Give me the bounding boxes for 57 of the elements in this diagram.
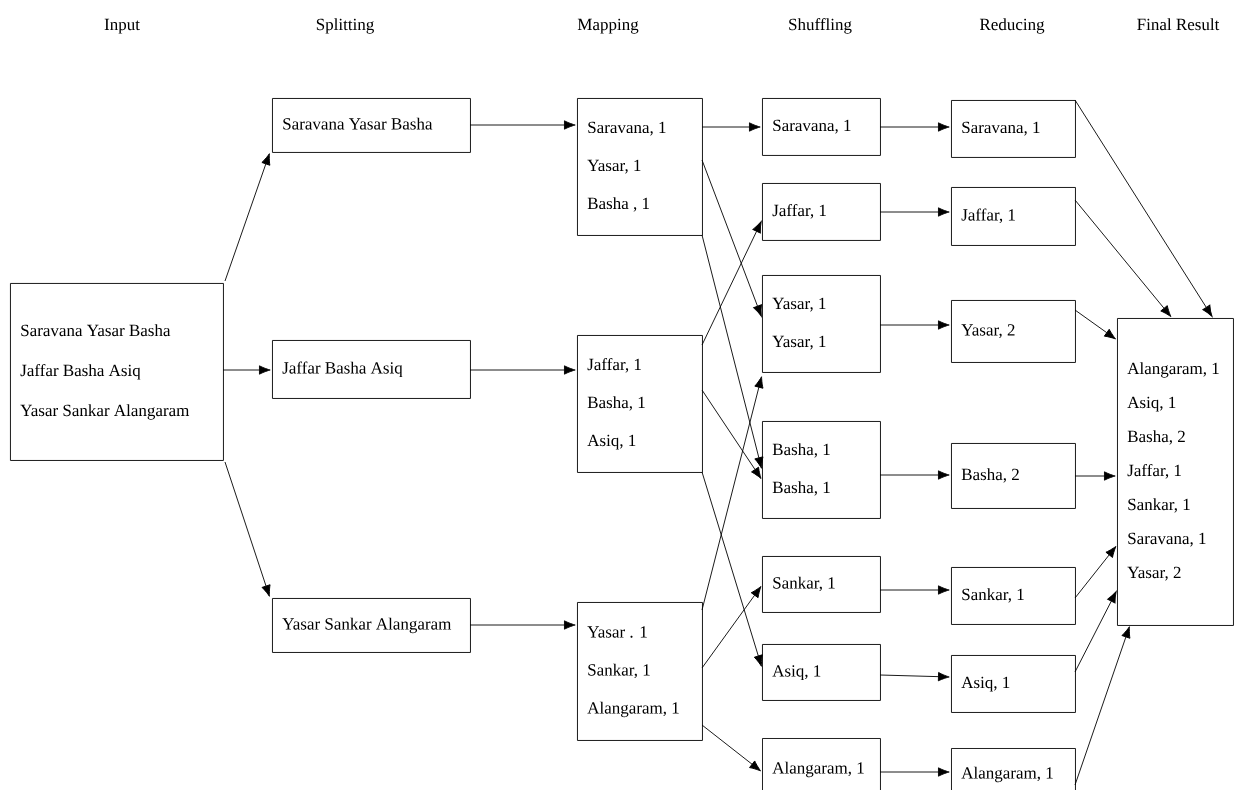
arrow xyxy=(224,153,271,282)
text-box: Yasar . 1 Sankar, 1 Alangaram, 1 xyxy=(577,602,703,741)
text-box: Sankar, 1 xyxy=(951,567,1076,625)
arrow xyxy=(879,767,950,777)
arrow xyxy=(222,365,271,375)
arrow xyxy=(879,320,950,330)
arrow xyxy=(1074,471,1116,481)
arrow xyxy=(1074,545,1117,599)
column-heading: Input xyxy=(104,18,140,34)
arrow xyxy=(879,672,950,682)
arrow xyxy=(1074,309,1116,340)
column-heading: Shuffling xyxy=(789,18,852,34)
text-box: Alangaram, 1 xyxy=(762,738,881,790)
arrow xyxy=(879,207,950,217)
arrow xyxy=(1074,626,1131,786)
arrow xyxy=(701,586,762,669)
text-box: Saravana, 1 xyxy=(762,98,881,156)
column-heading: Reducing xyxy=(979,18,1045,34)
text-box: Alangaram, 1 Asiq, 1 Basha, 2 Jaffar, 1 Sankar, 1 Saravana, 1 Yasar, 2 xyxy=(1117,318,1234,626)
text-box: Asiq, 1 xyxy=(951,655,1076,713)
arrow xyxy=(469,620,576,630)
text-box: Asiq, 1 xyxy=(762,644,881,701)
arrow xyxy=(469,365,576,375)
arrow xyxy=(1074,99,1213,317)
arrow xyxy=(701,159,762,317)
arrow xyxy=(879,470,950,480)
arrow xyxy=(879,122,950,132)
column-heading: Mapping xyxy=(577,18,639,34)
arrow xyxy=(879,585,950,595)
column-heading: Splitting xyxy=(316,18,374,34)
text-box: Basha, 2 xyxy=(951,443,1076,509)
text-box: Alangaram, 1 xyxy=(951,748,1076,790)
arrow xyxy=(701,471,763,667)
arrow xyxy=(701,234,764,469)
text-box: Saravana Yasar Basha xyxy=(272,98,471,153)
arrow xyxy=(701,376,764,611)
text-box: Jaffar Basha Asiq xyxy=(272,340,471,399)
text-box: Jaffar, 1 xyxy=(762,183,881,241)
arrow xyxy=(701,389,762,479)
text-box: Jaffar, 1 Basha, 1 Asiq, 1 xyxy=(577,335,703,473)
text-box: Yasar Sankar Alangaram xyxy=(272,598,471,653)
arrow xyxy=(701,122,761,132)
text-box: Yasar, 2 xyxy=(951,300,1076,363)
text-box: Saravana, 1 Yasar, 1 Basha , 1 xyxy=(577,98,703,236)
text-box: Saravana Yasar Basha Jaffar Basha Asiq Yasar Sankar Alangaram xyxy=(10,283,224,461)
column-heading: Final Result xyxy=(1137,18,1220,31)
arrow xyxy=(701,724,762,772)
arrow xyxy=(469,120,576,130)
text-box: Sankar, 1 xyxy=(762,556,881,613)
text-box: Basha, 1 Basha, 1 xyxy=(762,421,881,519)
arrow xyxy=(701,221,762,346)
arrow xyxy=(1074,591,1117,673)
text-box: Yasar, 1 Yasar, 1 xyxy=(762,275,881,373)
arrow xyxy=(224,461,271,597)
text-box: Saravana, 1 xyxy=(951,100,1076,158)
arrow xyxy=(1074,199,1172,318)
text-box: Jaffar, 1 xyxy=(951,187,1076,246)
